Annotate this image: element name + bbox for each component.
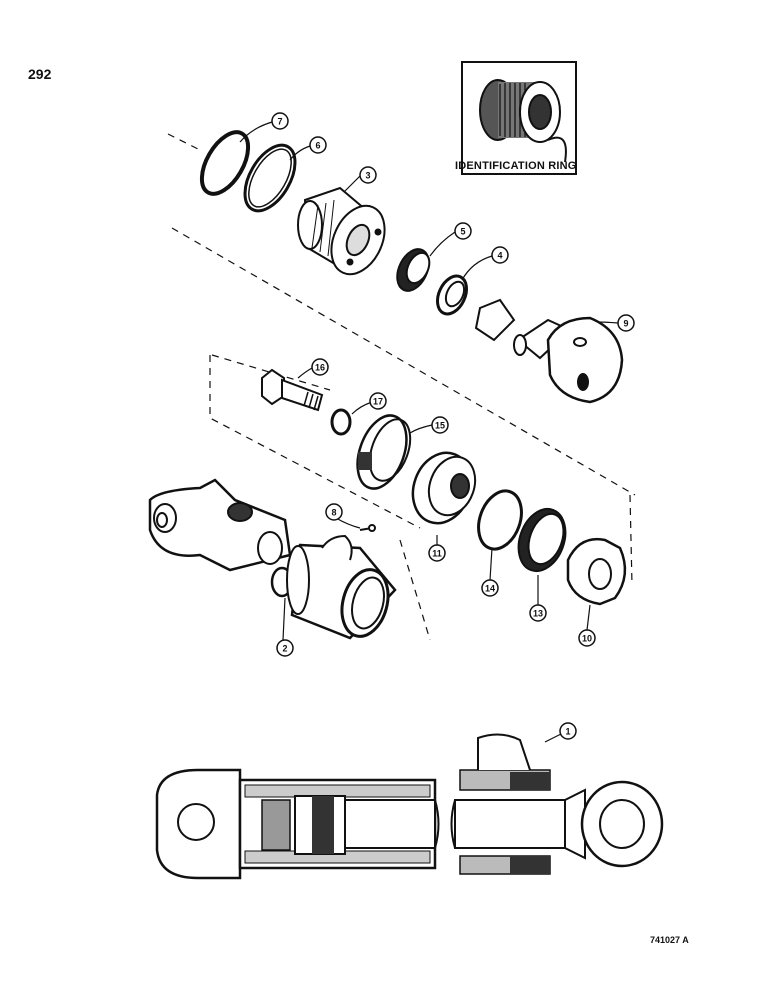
svg-text:4: 4 bbox=[497, 251, 502, 261]
callout-16: 16 bbox=[311, 358, 329, 376]
piston-seal-13 bbox=[517, 508, 567, 572]
callout-leaders bbox=[239, 121, 619, 743]
callout-1: 1 bbox=[559, 722, 577, 740]
callout-11: 11 bbox=[428, 544, 446, 562]
bolt-16 bbox=[261, 368, 324, 412]
svg-text:14: 14 bbox=[485, 584, 495, 594]
callout-10: 10 bbox=[578, 629, 596, 647]
svg-text:13: 13 bbox=[533, 609, 543, 619]
svg-text:15: 15 bbox=[435, 421, 445, 431]
callout-2: 2 bbox=[276, 639, 294, 657]
svg-text:2: 2 bbox=[282, 644, 287, 654]
callout-17: 17 bbox=[369, 392, 387, 410]
barrel-2 bbox=[286, 534, 397, 640]
nut-10 bbox=[566, 537, 627, 606]
callout-3: 3 bbox=[359, 166, 377, 184]
svg-text:10: 10 bbox=[582, 634, 592, 644]
piston-11 bbox=[411, 451, 477, 525]
callout-8: 8 bbox=[325, 503, 343, 521]
callout-13: 13 bbox=[529, 604, 547, 622]
svg-text:5: 5 bbox=[460, 227, 465, 237]
callout-7: 7 bbox=[271, 112, 289, 130]
piston-rod-9 bbox=[513, 316, 624, 404]
wiper-4 bbox=[435, 274, 469, 316]
svg-text:11: 11 bbox=[432, 549, 442, 559]
drawing-code: 741027 A bbox=[650, 935, 689, 945]
seal-5 bbox=[396, 248, 431, 292]
page-number: 292 bbox=[28, 66, 52, 82]
svg-text:9: 9 bbox=[623, 319, 628, 329]
cylinder-base-end bbox=[148, 478, 292, 572]
cylinder-head-3 bbox=[297, 186, 386, 276]
assembled-cylinder-section bbox=[155, 733, 664, 880]
svg-text:7: 7 bbox=[277, 117, 282, 127]
svg-text:17: 17 bbox=[373, 397, 383, 407]
callout-15: 15 bbox=[431, 416, 449, 434]
centerlines bbox=[167, 133, 636, 641]
bushing bbox=[474, 298, 516, 342]
o-ring-7 bbox=[199, 130, 251, 196]
identification-inset bbox=[461, 61, 577, 175]
backup-ring-6 bbox=[243, 143, 297, 213]
callout-14: 14 bbox=[481, 579, 499, 597]
svg-text:16: 16 bbox=[315, 363, 325, 373]
svg-text:6: 6 bbox=[315, 141, 320, 151]
svg-text:1: 1 bbox=[565, 727, 570, 737]
washer-17 bbox=[330, 408, 352, 436]
ring-14 bbox=[477, 489, 523, 551]
svg-text:8: 8 bbox=[331, 508, 336, 518]
identification-ring-caption: IDENTIFICATION RING bbox=[455, 160, 577, 172]
callout-6: 6 bbox=[309, 136, 327, 154]
setscrew-8 bbox=[359, 524, 376, 532]
callout-4: 4 bbox=[491, 246, 509, 264]
callout-5: 5 bbox=[454, 222, 472, 240]
svg-text:3: 3 bbox=[365, 171, 370, 181]
wear-ring-15 bbox=[356, 414, 412, 490]
callout-9: 9 bbox=[617, 314, 635, 332]
callouts: 1 2 3 4 5 6 7 8 9 10 11 13 14 15 16 17 bbox=[271, 112, 635, 740]
